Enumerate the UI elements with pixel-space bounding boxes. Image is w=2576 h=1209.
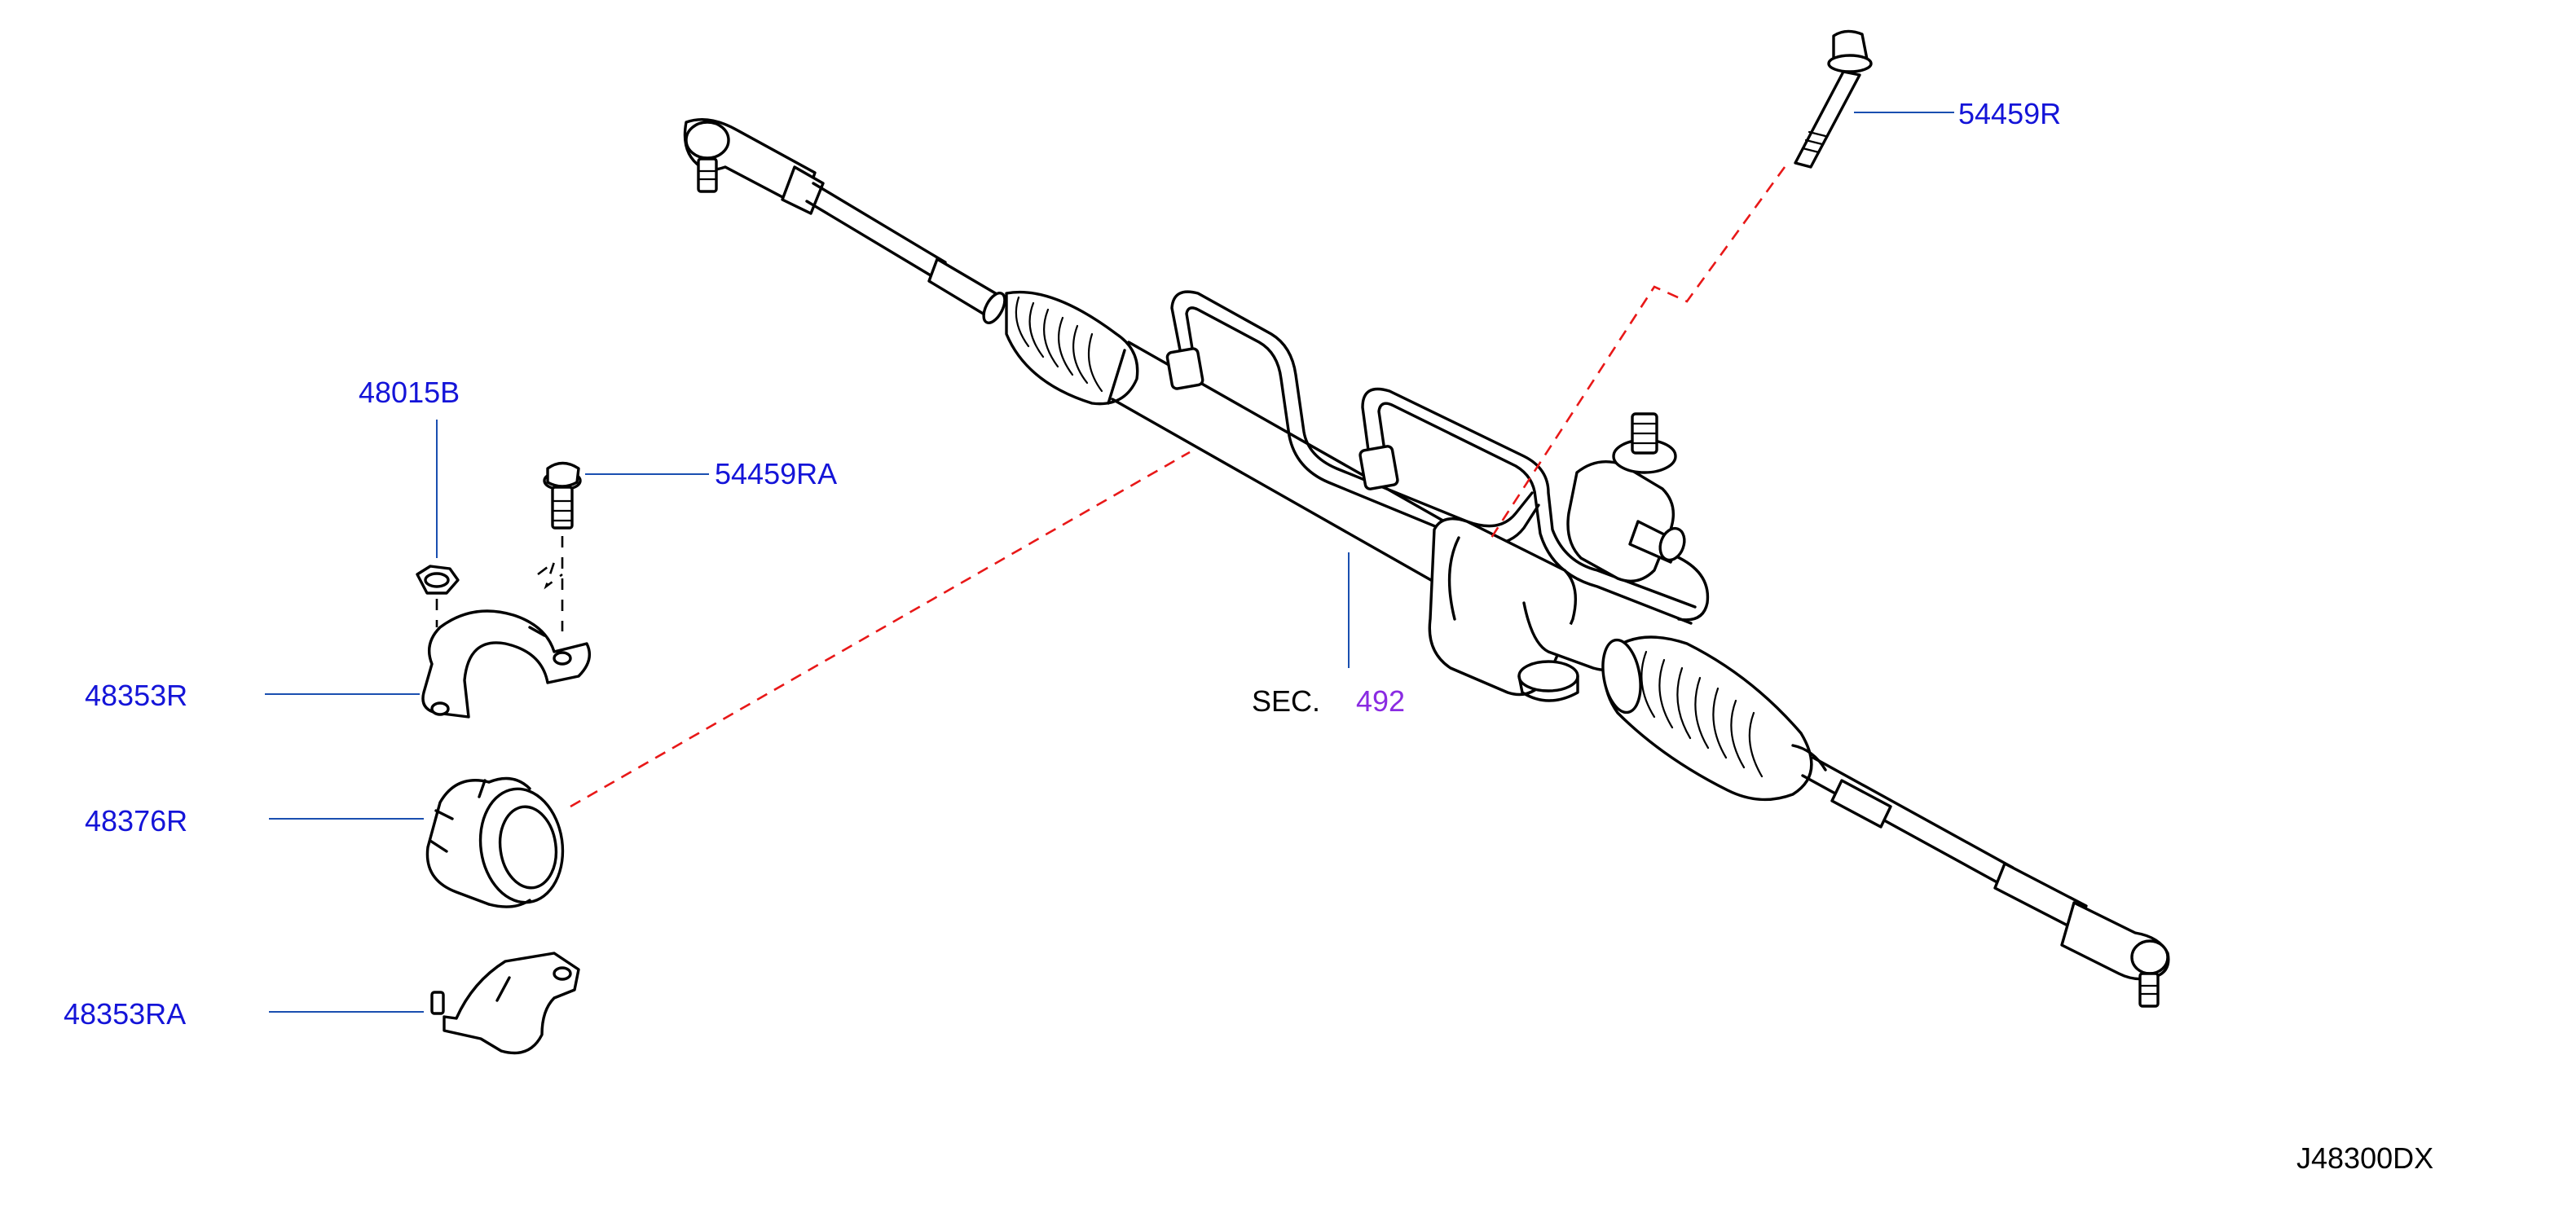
right-tie-rod-end [2060, 901, 2170, 1008]
label-48353R[interactable]: 48353R [85, 679, 187, 712]
label-48353RA[interactable]: 48353RA [64, 997, 186, 1031]
clamp-48353R [421, 609, 591, 719]
bolt-54459R [1794, 29, 1873, 169]
right-bellows-boot [1601, 635, 1827, 802]
label-54459R[interactable]: 54459R [1958, 97, 2061, 130]
label-54459RA[interactable]: 54459RA [715, 457, 837, 490]
rack-housing-tube [1107, 341, 1460, 588]
label-48015B[interactable]: 48015B [359, 376, 460, 409]
left-bellows-boot [1005, 290, 1139, 406]
diagram-code: J48300DX [2296, 1141, 2433, 1175]
bolt-54459RA [543, 461, 582, 530]
insulator-48376R [425, 776, 565, 908]
left-tie-rod-end [683, 117, 825, 215]
reference-lines [570, 166, 1786, 808]
steering-rack-assembly [683, 117, 2170, 1008]
section-link-492[interactable]: 492 [1356, 684, 1405, 718]
label-48376R[interactable]: 48376R [85, 804, 187, 838]
clamp-48353RA [430, 952, 580, 1055]
right-tie-rod [1801, 756, 2088, 930]
section-prefix: SEC. [1252, 684, 1320, 718]
nut-48015B [416, 565, 460, 595]
pinion-valve-housing [1428, 412, 1686, 702]
assembly-guide-lines [435, 536, 564, 631]
leader-lines [265, 112, 1954, 1013]
left-tie-rod [805, 182, 1006, 324]
